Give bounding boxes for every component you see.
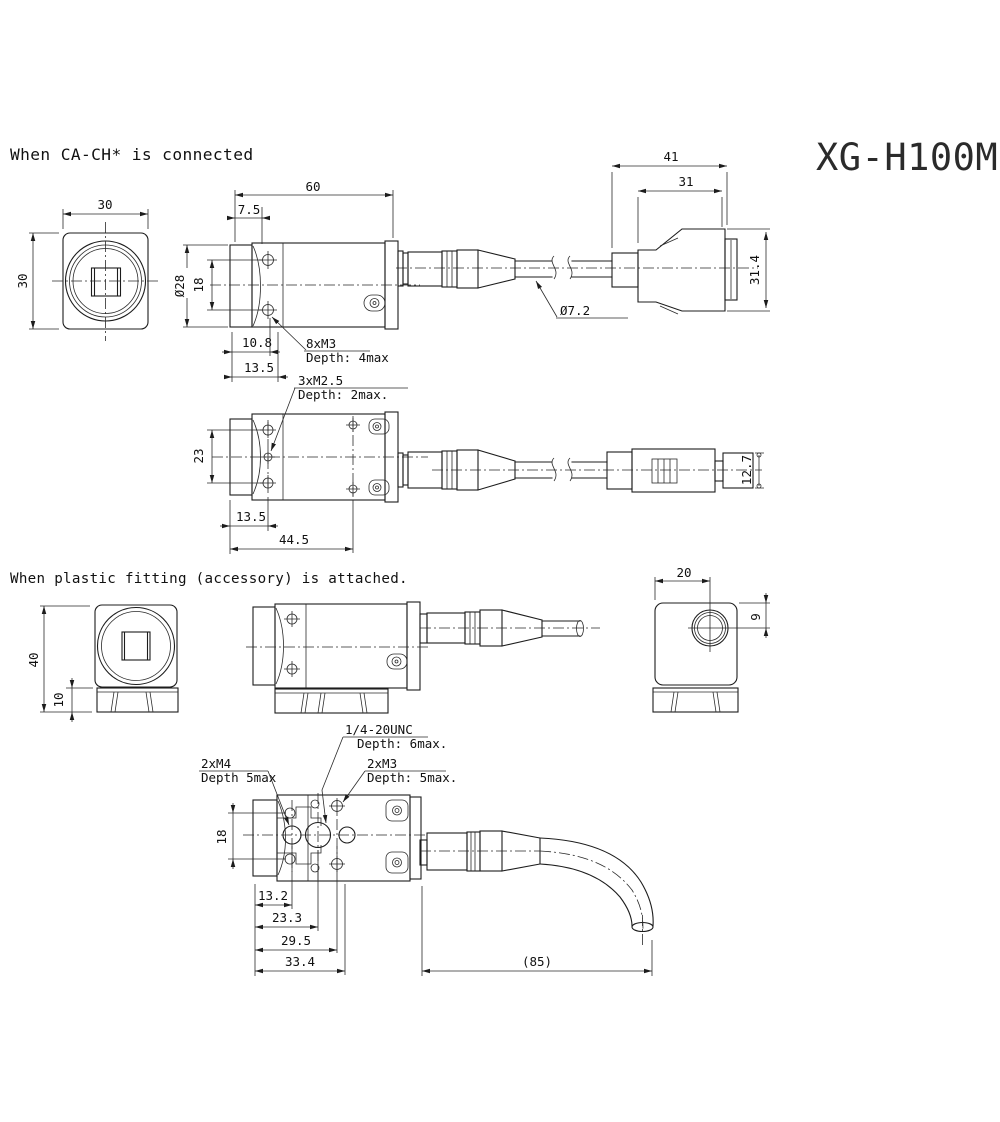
bottom-rear-ears — [385, 799, 409, 874]
dim-13-5-side: 13.5 — [244, 360, 274, 375]
dim-front-width: 30 — [97, 197, 112, 212]
dim-mount-dia: Ø28 — [172, 275, 187, 298]
note-2xm4: 2xM4 — [201, 756, 231, 771]
cable-break — [551, 255, 573, 280]
note-8xm3-depth: Depth: 4max — [306, 350, 389, 365]
connector-cach — [611, 228, 738, 315]
dim-29-5: 29.5 — [281, 933, 311, 948]
top-dimensions: 23 13.5 44.5 3xM2.5 Depth: 2max. 12.7 — [191, 373, 764, 554]
dim-front-height: 30 — [15, 273, 30, 288]
cable-top — [397, 448, 762, 493]
cable-side2 — [419, 609, 600, 647]
dim-length-60: 60 — [305, 179, 320, 194]
dim-9: 9 — [748, 613, 763, 621]
dim-23-3: 23.3 — [272, 910, 302, 925]
dim-13-5-top: 13.5 — [236, 509, 266, 524]
dim-31: 31 — [678, 174, 693, 189]
dim-12-7: 12.7 — [739, 455, 754, 485]
fitting-base-rear — [652, 687, 739, 713]
dim-10: 10 — [51, 692, 66, 707]
dim-31-4: 31.4 — [747, 255, 762, 285]
fitting-base-side — [274, 688, 389, 714]
dim-front-depth: 7.5 — [238, 202, 261, 217]
side-dimensions: 60 7.5 Ø28 18 10.8 13.5 8xM3 Depth: 4max… — [172, 149, 770, 382]
note-8xm3: 8xM3 — [306, 336, 336, 351]
view-top-cach: 23 13.5 44.5 3xM2.5 Depth: 2max. 12.7 — [191, 373, 764, 554]
note-unc-depth: Depth: 6max. — [357, 736, 447, 751]
note-unc: 1/4-20UNC — [345, 722, 413, 737]
note-2xm4-depth: Depth 5max — [201, 770, 277, 785]
bottom-leaders: 1/4-20UNC Depth: 6max. 2xM4 Depth 5max 2… — [199, 722, 457, 826]
view-front-fitting: 40 10 — [26, 604, 179, 722]
dim-20: 20 — [676, 565, 691, 580]
front-centerlines — [52, 222, 160, 341]
cable-side — [397, 249, 613, 289]
front-fitting-dimensions: 40 10 — [26, 605, 93, 722]
dim-44-5: 44.5 — [279, 532, 309, 547]
note-cable-dia: Ø7.2 — [560, 303, 590, 318]
dim-41: 41 — [663, 149, 678, 164]
view-side-fitting — [246, 601, 600, 714]
view-front-cach: 30 30 — [15, 197, 160, 341]
section1-heading: When CA-CH* is connected — [10, 145, 254, 164]
sensor-window-sides — [93, 267, 119, 297]
note-3xm25: 3xM2.5 — [298, 373, 343, 388]
view-rear-fitting: 20 9 — [652, 565, 770, 713]
view-bottom-fitting: 1/4-20UNC Depth: 6max. 2xM4 Depth 5max 2… — [199, 722, 654, 976]
front-extension-lines — [29, 209, 149, 330]
note-2xm3: 2xM3 — [367, 756, 397, 771]
note-2xm3-depth: Depth: 5max. — [367, 770, 457, 785]
fitting-base-front — [96, 687, 179, 713]
bottom-dimensions: 18 13.2 23.3 29.5 33.4 (85) — [214, 803, 653, 976]
dim-10-8: 10.8 — [242, 335, 272, 350]
dim-33-4: 33.4 — [285, 954, 315, 969]
view-side-cach: 60 7.5 Ø28 18 10.8 13.5 8xM3 Depth: 4max… — [172, 149, 770, 382]
model-title: XG-H100M — [816, 136, 998, 179]
rear-tab — [363, 294, 386, 312]
cable-bottom — [419, 830, 654, 945]
top-rear-ears — [368, 418, 390, 496]
dim-23: 23 — [191, 448, 206, 463]
dim-18-bottom: 18 — [214, 829, 229, 844]
dim-85: (85) — [522, 954, 552, 969]
dim-13-2: 13.2 — [258, 888, 288, 903]
dim-40: 40 — [26, 652, 41, 667]
note-3xm25-depth: Depth: 2max. — [298, 387, 388, 402]
rear-dimensions: 20 9 — [654, 565, 770, 638]
hole-centerlines — [267, 416, 354, 497]
sensor-window — [90, 267, 122, 297]
dim-hole-pitch-18: 18 — [191, 277, 206, 292]
fitting-plate-outline — [277, 806, 322, 865]
section2-heading: When plastic fitting (accessory) is atta… — [10, 571, 408, 587]
